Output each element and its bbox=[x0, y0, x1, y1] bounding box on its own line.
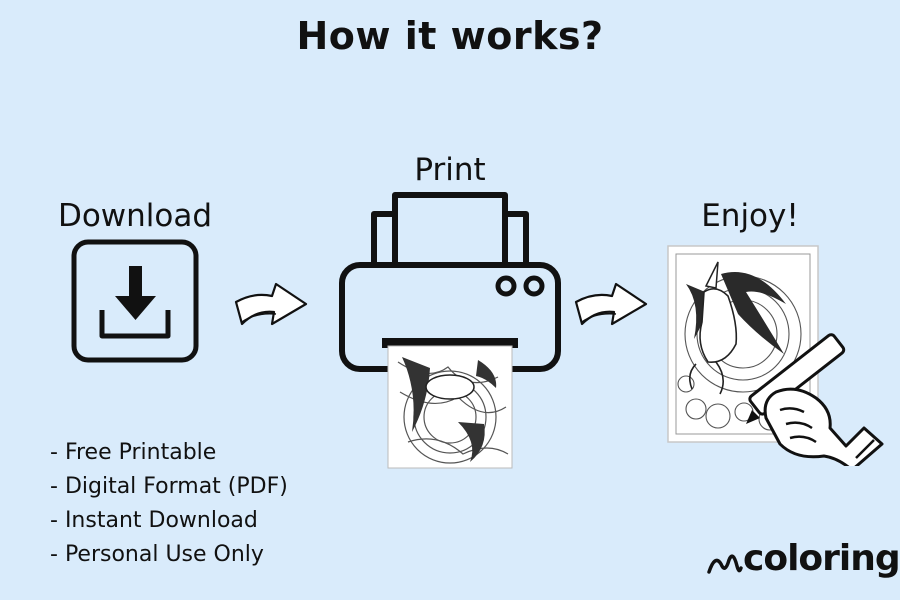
step-print-label: Print bbox=[414, 152, 486, 188]
feature-list: Free Printable Digital Format (PDF) Inst… bbox=[50, 436, 288, 572]
step-download-label: Download bbox=[57, 198, 213, 234]
brand-logo-text: coloring bbox=[743, 538, 900, 579]
arrow-right-icon bbox=[574, 282, 648, 326]
feature-item: Instant Download bbox=[50, 504, 288, 538]
step-enjoy-label: Enjoy! bbox=[701, 198, 799, 234]
printer-icon bbox=[339, 192, 561, 469]
arrow-right-icon bbox=[234, 282, 308, 326]
feature-item: Free Printable bbox=[50, 436, 288, 470]
squiggle-logo-icon bbox=[707, 554, 743, 574]
coloring-page-with-hand-pencil: coloring bbox=[667, 245, 884, 466]
feature-item: Digital Format (PDF) bbox=[50, 470, 288, 504]
brand-logo: coloring bbox=[707, 538, 900, 588]
page-title: How it works? bbox=[296, 14, 604, 58]
download-icon bbox=[71, 239, 199, 363]
feature-item: Personal Use Only bbox=[50, 538, 288, 572]
